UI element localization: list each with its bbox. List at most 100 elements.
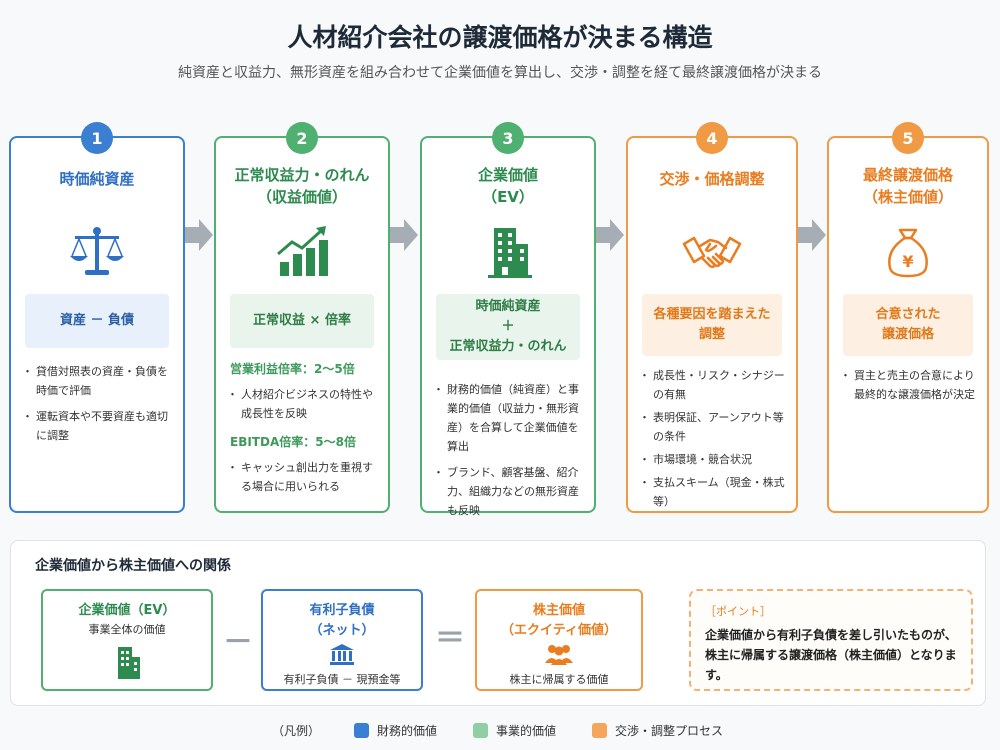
formula-box-3: 時価純資産 ＋ 正常収益力・のれん <box>436 294 580 360</box>
ev-box-title: 企業価値（EV） <box>78 603 176 618</box>
formula-3-line1: 時価純資産 <box>475 299 541 314</box>
bullet-2-2: キャッシュ創出力を重視する場合に用いられる <box>227 458 378 496</box>
bullet-1-1: 貸借対照表の資産・負債を時価で評価 <box>22 362 173 400</box>
building-small-icon <box>118 647 140 679</box>
legend-item-business: 事業的価値 <box>473 722 556 739</box>
legend-item-financial: 財務的価値 <box>354 722 437 739</box>
step-title-2-line1: 正常収益力・のれん <box>234 166 370 184</box>
ebitda-multiple: EBITDA倍率：5〜8倍 <box>230 435 356 449</box>
bullets-5: 買主と売主の合意により最終的な譲渡価格が決定 <box>840 366 977 411</box>
equity-value-box: 株主価値 （エクイティ価値） 株主に帰属する価値 <box>475 589 643 691</box>
formula-4-line1: 各種要因を踏まえた <box>653 307 771 322</box>
step-badge-4: 4 <box>696 122 728 154</box>
step-badge-5: 5 <box>892 122 924 154</box>
legend: （凡例） 財務的価値 事業的価値 交渉・調整プロセス <box>272 722 759 739</box>
step-title-3-line1: 企業価値 <box>477 166 538 184</box>
step-title-1-line1: 時価純資産 <box>59 170 135 188</box>
net-debt-desc: 有利子負債 － 現預金等 <box>283 673 401 686</box>
net-debt-title-line1: 有利子負債 <box>309 603 375 618</box>
legend-swatch-blue <box>354 723 370 738</box>
flow-arrow-1-stem <box>185 227 199 243</box>
step-card-3: 3 企業価値 （EV） 時価純資産 ＋ 正常収益力・のれん 財務的価値（純資産）… <box>420 122 596 517</box>
equity-title-line2: （エクイティ価値） <box>501 623 617 638</box>
step-title-2: 正常収益力・のれん （収益価値） <box>216 164 388 208</box>
legend-label: （凡例） <box>272 724 321 738</box>
equity-desc: 株主に帰属する価値 <box>509 673 609 686</box>
formula-5-line2: 譲渡価格 <box>881 327 934 342</box>
point-text: 企業価値から有利子負債を差し引いたものが、 株主に帰属する譲渡価格（株主価値）と… <box>705 625 957 685</box>
ev-box-desc: 事業全体の価値 <box>88 623 166 636</box>
net-debt-box: 有利子負債 （ネット） 有利子負債 － 現預金等 <box>261 589 423 691</box>
ev-to-equity-panel: 企業価値から株主価値への関係 企業価値（EV） 事業全体の価値 － 有利子負債 … <box>10 540 986 706</box>
bullet-4-2: 表明保証、アーンアウト等の条件 <box>639 408 786 446</box>
bullet-2-1: 人材紹介ビジネスの特性や成長性を反映 <box>227 385 378 423</box>
point-box: ［ポイント］ 企業価値から有利子負債を差し引いたものが、 株主に帰属する譲渡価格… <box>689 589 973 691</box>
building-icon <box>488 228 532 278</box>
legend-text-financial: 財務的価値 <box>377 724 438 738</box>
bullet-4-1: 成長性・リスク・シナジーの有無 <box>639 366 786 404</box>
formula-box-1: 資産 － 負債 <box>25 294 169 348</box>
bullet-4-3: 市場環境・競合状況 <box>639 450 786 469</box>
formula-box-2: 正常収益 × 倍率 <box>230 294 374 348</box>
equals-operator: ＝ <box>435 621 465 656</box>
bullet-5-1: 買主と売主の合意により最終的な譲渡価格が決定 <box>840 366 977 404</box>
page-title: 人材紹介会社の譲渡価格が決まる構造 <box>287 23 713 52</box>
point-label: ［ポイント］ <box>705 605 771 618</box>
formula-2-text: 正常収益 × 倍率 <box>253 313 351 328</box>
legend-swatch-orange <box>592 723 608 738</box>
flow-arrow-3 <box>610 219 624 251</box>
legend-text-business: 事業的価値 <box>496 724 557 738</box>
bullets-4: 成長性・リスク・シナジーの有無 表明保証、アーンアウト等の条件 市場環境・競合状… <box>639 366 786 515</box>
handshake-icon <box>682 236 742 269</box>
flow-arrow-2-stem <box>390 227 404 243</box>
net-debt-title-line2: （ネット） <box>309 623 375 638</box>
step-title-5-line2: （株主価値） <box>862 188 953 206</box>
bullets-1: 貸借対照表の資産・負債を時価で評価 運転資本や不要資産も適切に調整 <box>22 362 173 452</box>
formula-box-4: 各種要因を踏まえた 調整 <box>642 294 782 356</box>
flow-arrow-4 <box>812 219 826 251</box>
bullet-3-1: 財務的価値（純資産）と事業的価値（収益力・無形資産）を合算して企業価値を算出 <box>433 380 584 456</box>
formula-box-5: 合意された 譲渡価格 <box>843 294 973 356</box>
formula-1-text: 資産 － 負債 <box>59 313 135 328</box>
flow-arrow-2 <box>404 219 418 251</box>
step-badge-2: 2 <box>286 122 318 154</box>
step-card-4: 4 交渉・価格調整 各種要因を踏まえた 調整 成長性・リスク・シナジーの有無 表… <box>626 122 798 515</box>
bank-icon <box>330 644 354 665</box>
step-card-2: 2 正常収益力・のれん （収益価値） 正常収益 × 倍率 営業利益倍率：2〜5倍… <box>214 122 390 513</box>
step-title-5: 最終譲渡価格 （株主価値） <box>829 164 987 208</box>
step-title-1: 時価純資産 <box>11 168 183 190</box>
bullet-3-2: ブランド、顧客基盤、紹介力、組織力などの無形資産も反映 <box>433 463 584 520</box>
formula-5-line1: 合意された <box>875 307 941 322</box>
scale-icon <box>70 227 124 275</box>
growth-chart-icon <box>277 226 328 276</box>
step-title-5-line1: 最終譲渡価格 <box>862 166 953 184</box>
bullet-1-2: 運転資本や不要資産も適切に調整 <box>22 407 173 445</box>
step-title-3: 企業価値 （EV） <box>422 164 594 208</box>
step-badge-3: 3 <box>492 122 524 154</box>
step-title-3-line2: （EV） <box>482 188 534 206</box>
bullets-3: 財務的価値（純資産）と事業的価値（収益力・無形資産）を合算して企業価値を算出 ブ… <box>433 380 584 527</box>
minus-operator: － <box>223 625 253 660</box>
equity-title-line1: 株主価値 <box>532 603 585 618</box>
svg-text:¥: ¥ <box>902 252 913 271</box>
bullets-2: 営業利益倍率：2〜5倍 人材紹介ビジネスの特性や成長性を反映 EBITDA倍率：… <box>227 356 378 503</box>
step-title-4: 交渉・価格調整 <box>628 168 796 190</box>
money-bag-icon: ¥ <box>888 228 928 278</box>
flow-arrow-3-stem <box>596 227 610 243</box>
page-subtitle: 純資産と収益力、無形資産を組み合わせて企業価値を算出し、交渉・調整を経て最終譲渡… <box>178 65 822 81</box>
legend-text-negotiation: 交渉・調整プロセス <box>615 724 724 738</box>
legend-item-negotiation: 交渉・調整プロセス <box>592 722 723 739</box>
step-badge-1: 1 <box>81 122 113 154</box>
relation-title: 企業価値から株主価値への関係 <box>35 558 231 574</box>
step-card-1: 1 時価純資産 資産 － 負債 貸借対照表の資産・負債を時価で評価 運転資本や不… <box>9 122 185 513</box>
formula-4-line2: 調整 <box>698 327 725 342</box>
step-card-5: 5 最終譲渡価格 （株主価値） ¥ 合意された 譲渡価格 買主と売主の合意により… <box>827 122 989 513</box>
legend-swatch-green <box>473 723 489 738</box>
operating-profit-multiple: 営業利益倍率：2〜5倍 <box>230 362 355 376</box>
ev-box: 企業価値（EV） 事業全体の価値 <box>41 589 213 691</box>
step-title-2-line2: （収益価値） <box>256 188 347 206</box>
point-line1: 企業価値から有利子負債を差し引いたものが、 <box>705 628 957 642</box>
formula-3-line3: 正常収益力・のれん <box>449 339 567 354</box>
shareholders-icon <box>545 645 573 665</box>
flow-arrow-1 <box>199 219 213 251</box>
